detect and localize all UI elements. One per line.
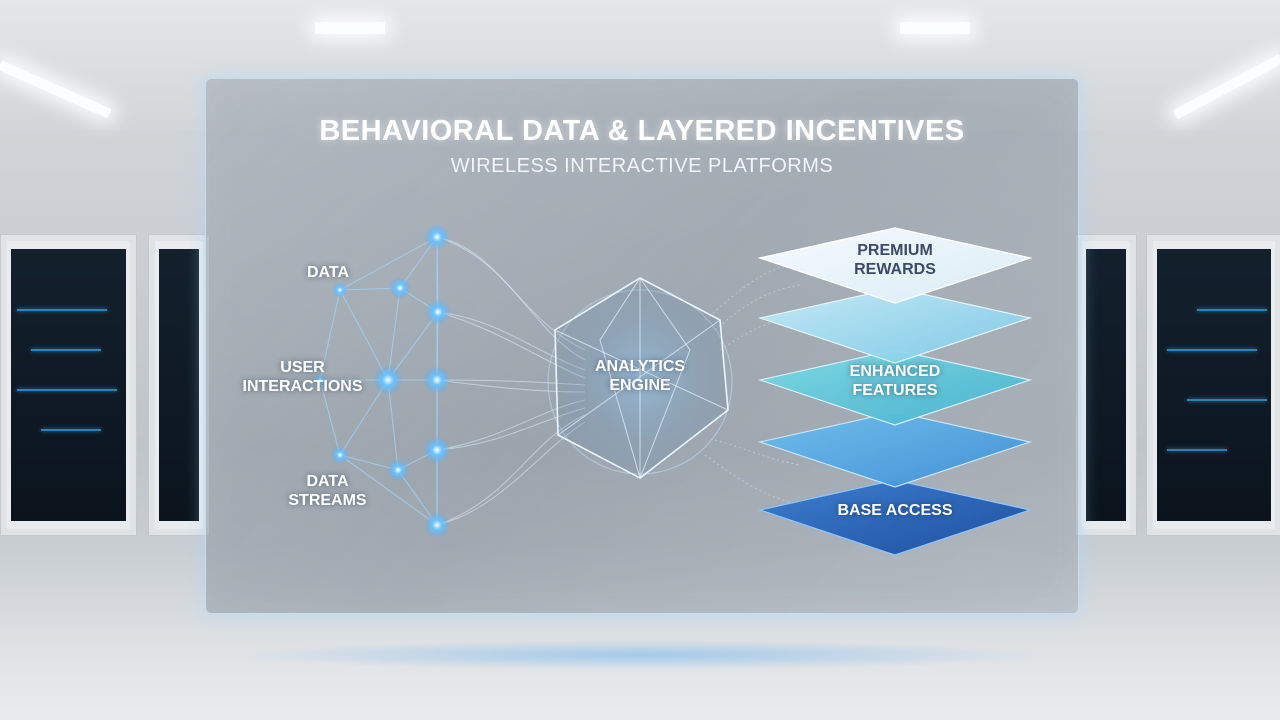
tier-premium-rewards: [757, 227, 1033, 304]
tier-base-access: [757, 479, 1033, 556]
server-rack-left: [0, 234, 137, 536]
label-analytics-engine: ANALYTICS ENGINE: [594, 358, 686, 394]
network-node: [373, 365, 403, 395]
network-node: [423, 366, 451, 394]
page-title: BEHAVIORAL DATA & LAYERED INCENTIVES: [319, 115, 965, 147]
ceiling-light: [900, 22, 970, 34]
network-node: [314, 374, 326, 386]
label-data: DATA: [306, 264, 350, 281]
page-subtitle: WIRELESS INTERACTIVE PLATFORMS: [450, 155, 834, 177]
incentive-tiers: [757, 227, 1033, 556]
network-node: [424, 512, 450, 538]
network-node: [332, 282, 348, 298]
network-node: [423, 436, 451, 464]
label-user-interactions: USER INTERACTIONS: [242, 359, 363, 395]
server-rack-right: [1075, 234, 1137, 536]
tier-4: [757, 411, 1033, 488]
tier-enhanced-features: [757, 349, 1033, 426]
label-data-streams: DATA STREAMS: [288, 473, 367, 509]
analytics-engine-shape: [547, 277, 733, 479]
label-enhanced-features: ENHANCED FEATURES: [849, 363, 941, 399]
server-rack-left: [148, 234, 210, 536]
network-node: [387, 459, 409, 481]
tier-2: [757, 287, 1033, 364]
network-nodes: [314, 224, 451, 538]
network-node: [331, 446, 349, 464]
network-node: [425, 299, 451, 325]
label-base-access: BASE ACCESS: [837, 502, 953, 519]
network-node: [389, 277, 411, 299]
label-premium-rewards: PREMIUM REWARDS: [854, 242, 936, 278]
network-node: [424, 224, 450, 250]
ceiling-light: [315, 22, 385, 34]
server-rack-right: [1146, 234, 1280, 536]
floor-reflection: [230, 640, 1050, 670]
